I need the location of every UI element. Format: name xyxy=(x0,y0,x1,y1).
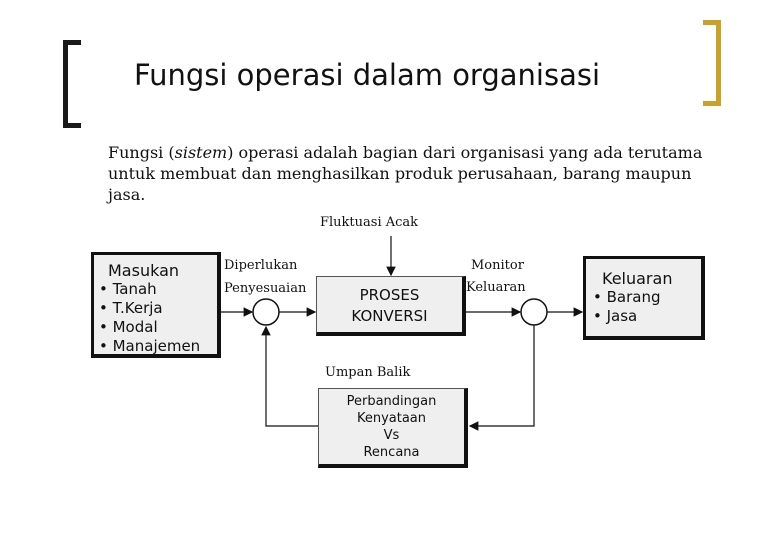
input-item: • T.Kerja xyxy=(99,299,163,317)
monitor-label: Monitor xyxy=(471,258,524,273)
left-bracket-decoration xyxy=(63,40,81,128)
right-bracket-decoration xyxy=(703,20,721,106)
arrow-compare-to-adjust xyxy=(261,325,318,427)
intro-italic-term: sistem xyxy=(174,143,228,162)
intro-text-start: Fungsi ( xyxy=(108,143,175,162)
output-item: • Barang xyxy=(593,288,661,306)
input-item: • Modal xyxy=(99,318,158,336)
comparison-box: Perbandingan Kenyataan Vs Rencana xyxy=(318,388,468,468)
fluctuation-label: Fluktuasi Acak xyxy=(320,215,419,230)
output-heading: Keluaran xyxy=(602,269,673,288)
compare-line-2: Kenyataan xyxy=(356,411,427,426)
input-item: • Manajemen xyxy=(99,337,201,355)
slide-title: Fungsi operasi dalam organisasi xyxy=(134,58,601,92)
adjustment-node xyxy=(252,298,280,326)
output-box: Keluaran • Barang • Jasa xyxy=(583,256,705,340)
compare-line-1: Perbandingan xyxy=(346,394,437,409)
monitor-node xyxy=(520,298,548,326)
output-monitor-label: Keluaran xyxy=(466,280,526,295)
output-item: • Jasa xyxy=(593,307,638,325)
input-heading: Masukan xyxy=(108,261,180,280)
process-line-1: PROSES xyxy=(359,286,420,304)
arrow-monitor-to-compare xyxy=(468,325,535,431)
adjustment-label: Penyesuaian xyxy=(224,281,307,296)
required-label: Diperlukan xyxy=(224,258,298,273)
intro-paragraph: Fungsi (sistem) operasi adalah bagian da… xyxy=(108,142,708,205)
feedback-label: Umpan Balik xyxy=(325,365,411,380)
process-line-2: KONVERSI xyxy=(351,307,428,325)
compare-line-4: Rencana xyxy=(363,445,420,460)
input-item: • Tanah xyxy=(99,280,157,298)
intro-text-end: ) operasi adalah bagian dari organisasi … xyxy=(108,143,703,204)
compare-line-3: Vs xyxy=(383,428,400,443)
input-box: Masukan • Tanah • T.Kerja • Modal • Mana… xyxy=(91,252,221,358)
conversion-process-box: PROSES KONVERSI xyxy=(316,276,466,336)
